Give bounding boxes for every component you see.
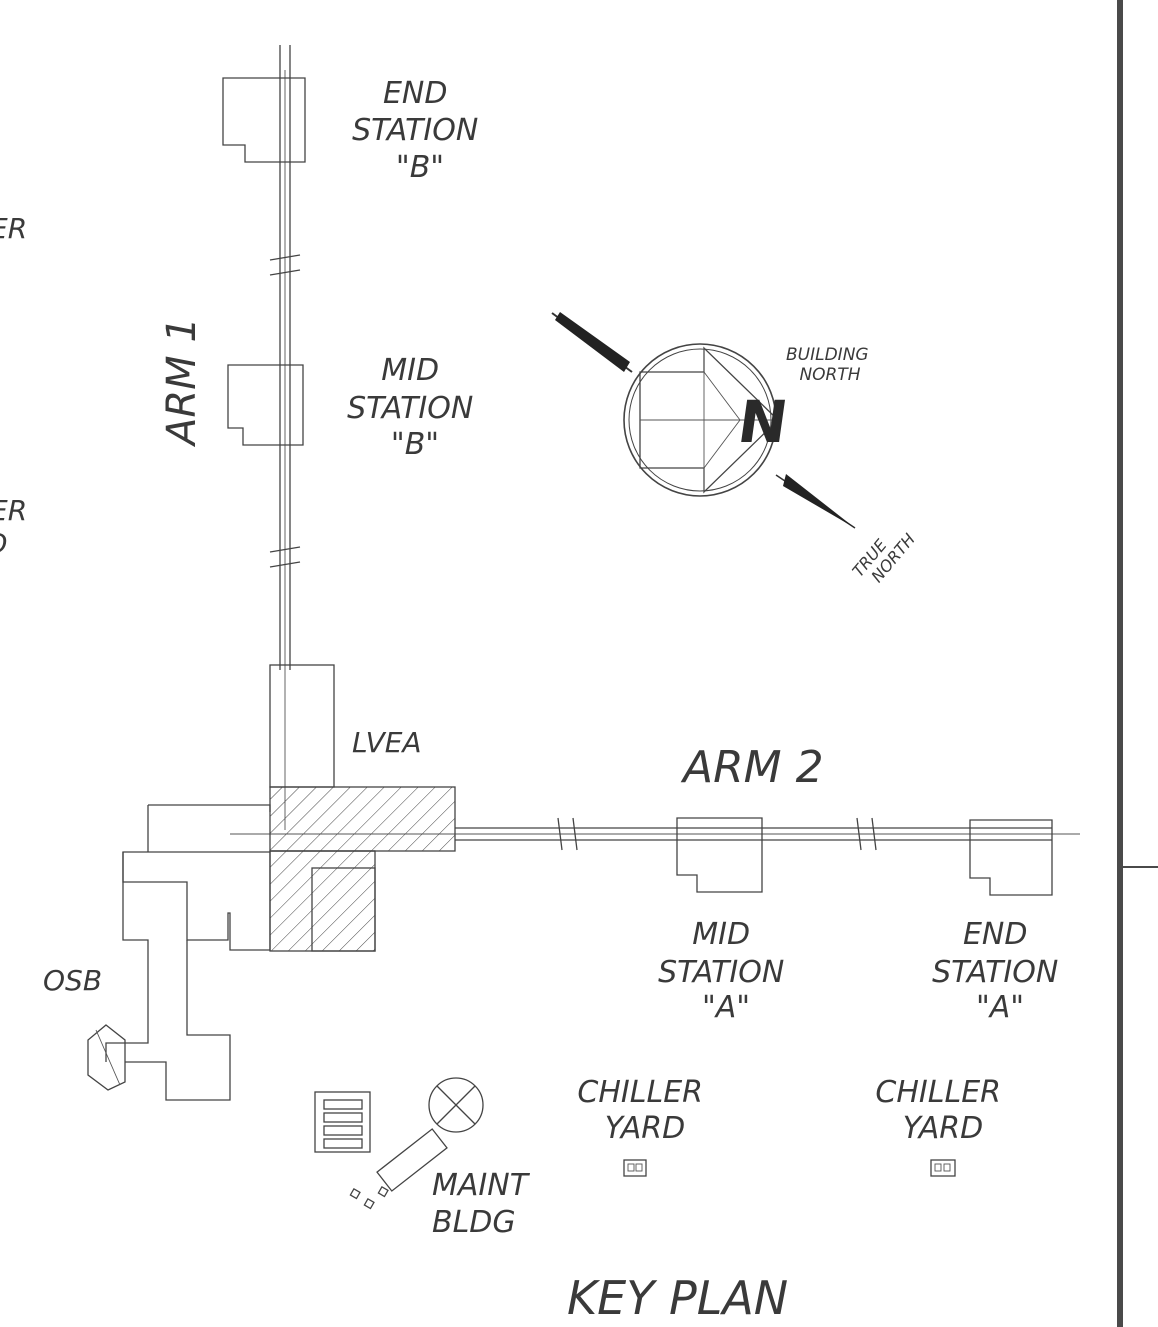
maint-bldg-label: MAINT BLDG — [432, 1168, 538, 1240]
end-station-b-label: END STATION "B" — [352, 76, 488, 185]
lvea-building — [269, 664, 456, 952]
north-n-glyph: N — [734, 388, 792, 456]
arm1-beam-tube — [269, 45, 301, 830]
true-north-arrow-icon — [775, 474, 856, 529]
osb-building — [87, 804, 271, 1101]
edge-fragment-3: D — [0, 527, 8, 560]
mid-station-a-label: MID STATION "A" — [658, 917, 794, 1025]
key-plan-title: KEY PLAN — [567, 1271, 788, 1325]
arm1-label: ARM 1 — [159, 317, 205, 448]
chiller-yard-1-label: CHILLER YARD — [577, 1075, 712, 1146]
end-station-a-building — [969, 819, 1053, 896]
maint-bldg-structures — [314, 1077, 484, 1210]
arm2-label: ARM 2 — [680, 742, 824, 793]
true-north-label: TRUE NORTH — [849, 518, 919, 592]
building-north-arrow-icon — [551, 312, 633, 373]
north-arrow-compass — [623, 343, 779, 497]
building-north-label: BUILDING NORTH — [786, 345, 874, 385]
chiller-yard-2-label: CHILLER YARD — [875, 1075, 1010, 1146]
end-station-a-label: END STATION "A" — [932, 917, 1068, 1025]
chiller-yard-2-unit — [930, 1159, 956, 1177]
end-station-b-building — [222, 77, 306, 163]
mid-station-b-building — [227, 364, 304, 446]
osb-label: OSB — [43, 964, 102, 997]
sheet-frame — [1117, 0, 1158, 1327]
chiller-yard-1-unit — [623, 1159, 647, 1177]
mid-station-b-label: MID STATION "B" — [347, 353, 483, 462]
edge-fragment-1: ER — [0, 212, 27, 245]
mid-station-a-building — [676, 817, 763, 893]
lvea-label: LVEA — [352, 726, 422, 759]
edge-fragment-2: ER — [0, 494, 27, 527]
